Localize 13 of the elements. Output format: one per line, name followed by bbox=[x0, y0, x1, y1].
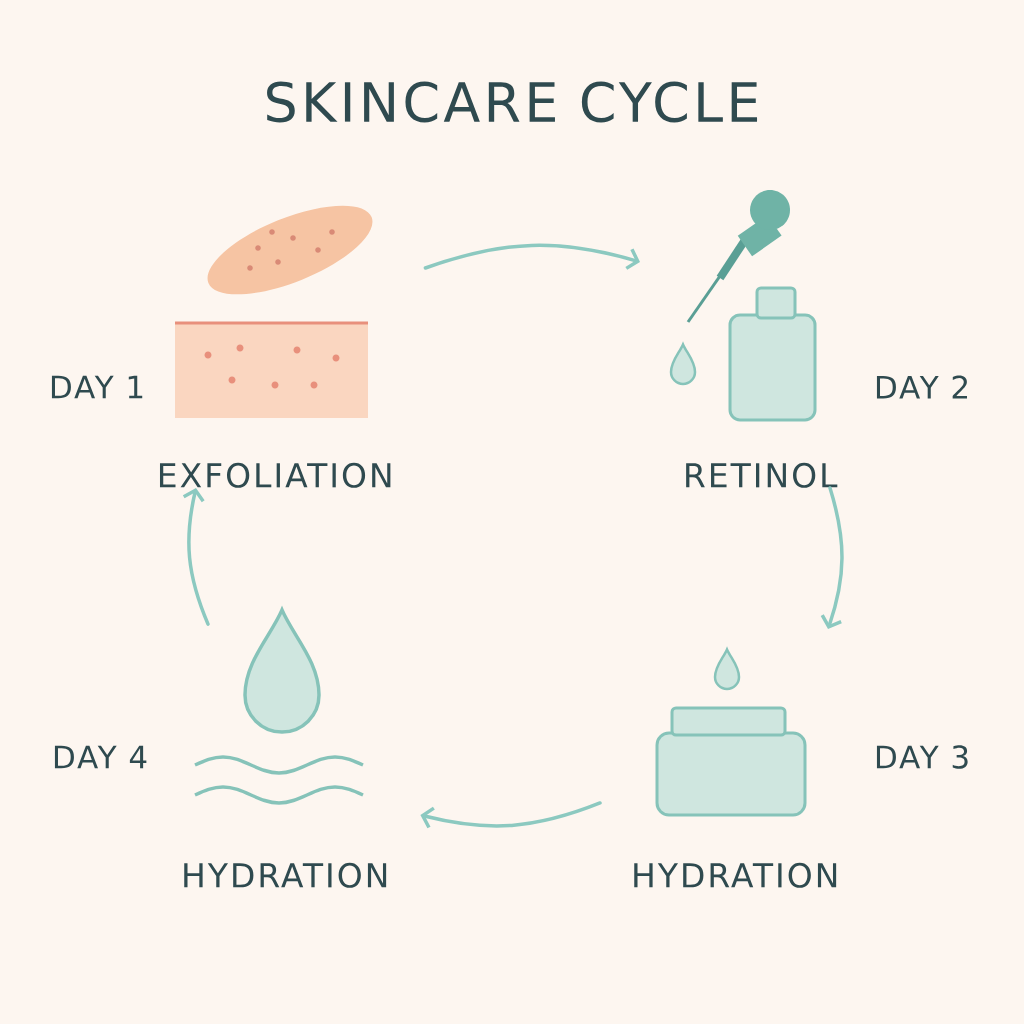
step-label: EXFOLIATION bbox=[160, 462, 391, 488]
arrow bbox=[423, 243, 640, 270]
arrow bbox=[182, 488, 210, 626]
step-label: HYDRATION bbox=[634, 862, 837, 888]
day-label: DAY 2 bbox=[876, 375, 967, 399]
day-label: DAY 1 bbox=[51, 375, 143, 399]
arrow bbox=[420, 801, 602, 829]
step-label: RETINOL bbox=[686, 462, 838, 488]
day-label: DAY 3 bbox=[876, 745, 968, 769]
title: SKINCARE CYCLE bbox=[267, 81, 758, 123]
step-label: HYDRATION bbox=[184, 862, 387, 888]
day-label: DAY 4 bbox=[54, 745, 147, 769]
arrow bbox=[820, 486, 844, 630]
